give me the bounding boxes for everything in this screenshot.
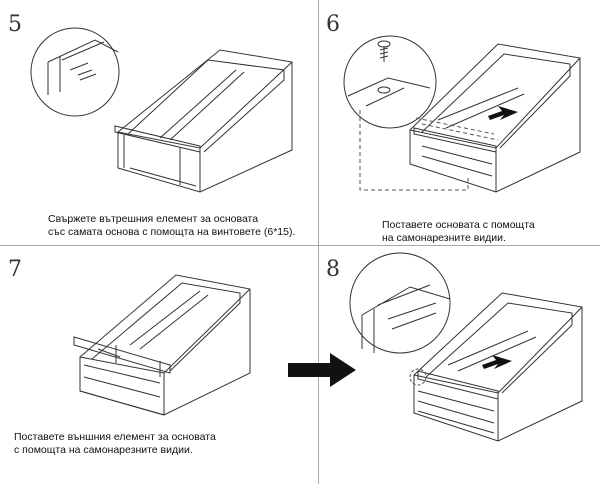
step-6-caption: Поставете основата с помощта на самонаре… xyxy=(382,219,535,245)
step-number: 5 xyxy=(8,12,22,37)
detail-circle xyxy=(30,27,120,117)
step-7-caption: Поставете външния елемент за основата с … xyxy=(14,431,216,457)
step-number: 7 xyxy=(8,257,22,282)
caption-line: Поставете основата с помощта xyxy=(382,219,535,231)
step-5-panel: 5 Свържете вътрешния елемент за основата… xyxy=(0,0,318,245)
step-5-illustration xyxy=(30,27,293,193)
caption-line: Поставете външния елемент за основата xyxy=(14,431,216,443)
caption-line: с помощта на самонарезните видии. xyxy=(14,444,193,456)
step-7-panel: 7 Поставете външния елемент за основата … xyxy=(0,245,318,484)
transition-arrow xyxy=(288,353,356,387)
detail-circle xyxy=(349,252,451,354)
step-number: 8 xyxy=(326,257,340,282)
panel-divider-vertical xyxy=(318,0,319,484)
direction-arrow xyxy=(482,355,512,369)
step-8-illustration xyxy=(349,252,583,442)
detail-circle xyxy=(343,35,437,129)
caption-line: Свържете вътрешния елемент за основата xyxy=(48,213,259,225)
step-6-illustration xyxy=(343,35,581,193)
caption-line: със самата основа с помощта на винтовете… xyxy=(48,226,296,238)
caption-line: на самонарезните видии. xyxy=(382,232,506,244)
step-number: 6 xyxy=(326,12,340,37)
direction-arrow xyxy=(488,106,518,120)
step-6-panel: 6 Поставете основата с помощта на самона… xyxy=(318,0,600,245)
panel-divider-horizontal xyxy=(0,245,600,246)
step-7-illustration xyxy=(73,274,251,416)
step-8-panel: 8 xyxy=(318,245,600,484)
step-5-caption: Свържете вътрешния елемент за основата с… xyxy=(48,213,295,239)
